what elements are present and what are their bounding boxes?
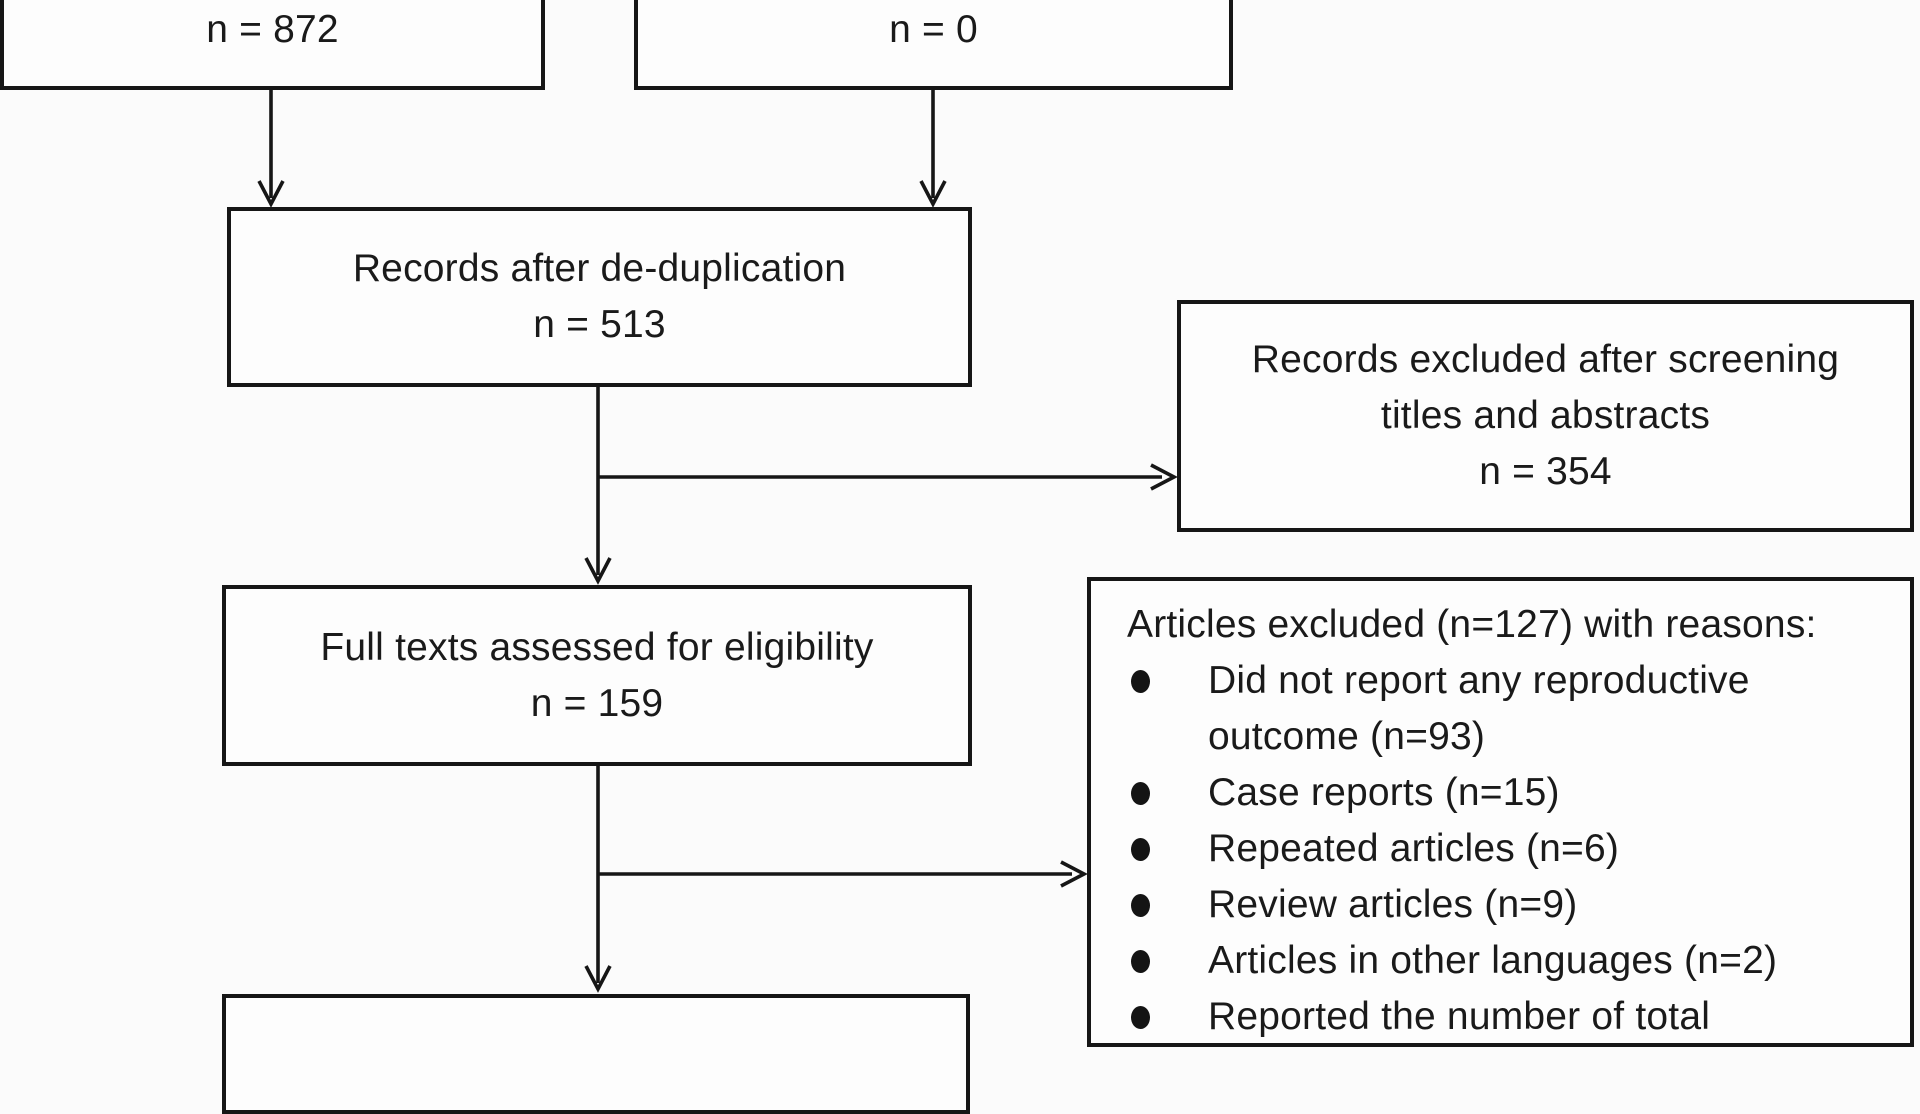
reason-text-continued: outcome (n=93) — [1208, 715, 1486, 758]
reason-text: Review articles (n=9) — [1208, 883, 1578, 926]
box-articles-excluded-reasons: Articles excluded (n=127) with reasons: … — [1087, 577, 1914, 1047]
reason-text: Reported the number of total — [1208, 995, 1711, 1038]
screening-excluded-title-line2: titles and abstracts — [1380, 394, 1711, 437]
arrow-down-head-icon — [584, 557, 612, 585]
arrow-down-head-icon — [257, 180, 285, 208]
box-records-excluded-screening: Records excluded after screening titles … — [1177, 300, 1914, 532]
arrow-down-head-icon — [919, 180, 947, 208]
screening-excluded-count: n = 354 — [1479, 450, 1612, 493]
reason-item: Repeated articles (n=6) — [1127, 821, 1886, 877]
bullet-icon — [1131, 894, 1150, 917]
arrow-right-head-icon — [1150, 463, 1178, 491]
full-text-count: n = 159 — [530, 681, 664, 725]
reason-item: Case reports (n=15) — [1127, 765, 1886, 821]
reason-text: Repeated articles (n=6) — [1208, 827, 1620, 870]
reasons-list: Did not report any reproductive outcome … — [1127, 653, 1886, 1045]
bullet-icon — [1131, 782, 1150, 805]
box-records-identified: n = 872 — [0, 0, 545, 90]
box-bottom-cut-off — [222, 994, 970, 1114]
reason-item: Did not report any reproductive outcome … — [1127, 653, 1886, 765]
bullet-icon — [1131, 1006, 1150, 1029]
box-records-after-dedup: Records after de-duplication n = 513 — [227, 207, 972, 387]
reason-item: Reported the number of total — [1127, 989, 1886, 1045]
bullet-icon — [1131, 670, 1150, 693]
reason-text: Did not report any reproductive — [1208, 659, 1750, 702]
reason-item: Articles in other languages (n=2) — [1127, 933, 1886, 989]
reasons-header: Articles excluded (n=127) with reasons: — [1127, 603, 1817, 646]
reason-item: Review articles (n=9) — [1127, 877, 1886, 933]
dedup-title: Records after de-duplication — [352, 247, 847, 290]
dedup-count: n = 513 — [533, 303, 666, 346]
bullet-icon — [1131, 950, 1150, 973]
screening-excluded-title-line1: Records excluded after screening — [1251, 338, 1840, 381]
box-additional-records: n = 0 — [634, 0, 1233, 90]
arrow-right-head-icon — [1060, 860, 1088, 888]
records-identified-count: n = 872 — [206, 8, 339, 51]
bullet-icon — [1131, 838, 1150, 861]
arrow-down-head-icon — [584, 965, 612, 993]
reason-text: Case reports (n=15) — [1208, 771, 1560, 814]
reason-text: Articles in other languages (n=2) — [1208, 939, 1778, 982]
full-text-title: Full texts assessed for eligibility — [320, 625, 874, 669]
box-full-texts-assessed: Full texts assessed for eligibility n = … — [222, 585, 972, 766]
additional-records-count: n = 0 — [889, 8, 978, 51]
